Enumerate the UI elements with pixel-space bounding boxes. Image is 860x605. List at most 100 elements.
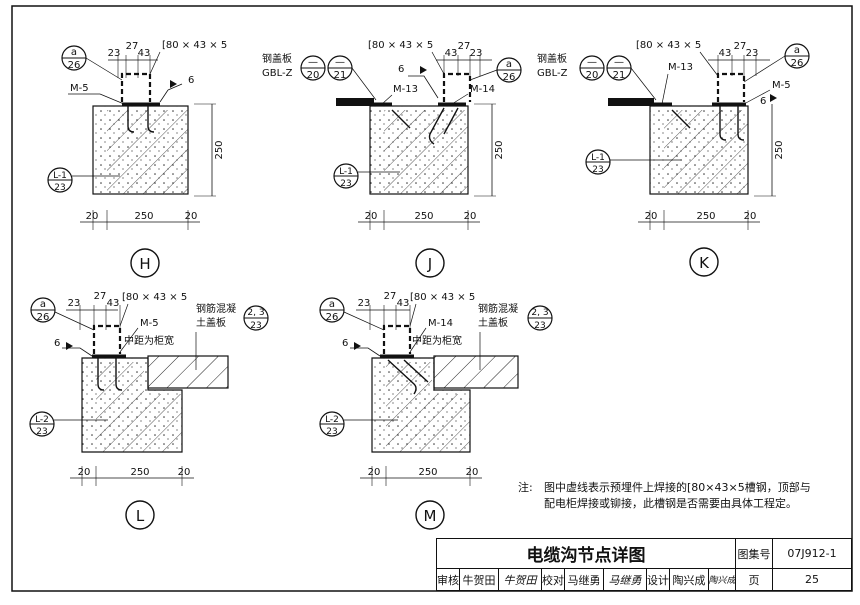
dim-top: 43	[107, 298, 120, 309]
leader	[54, 311, 95, 331]
dim-width: 20	[78, 467, 91, 478]
channel-dashed	[92, 324, 122, 354]
anchor-bar	[115, 358, 123, 391]
section-bottom: 23	[36, 427, 47, 437]
check-signature: 马继勇	[603, 568, 647, 591]
section-top: L-1	[591, 153, 605, 163]
dim-width: 250	[696, 211, 715, 222]
leader	[85, 57, 123, 81]
dim-top: 27	[94, 291, 107, 302]
cover-ref-top: —	[308, 57, 318, 68]
channel-label: [80 × 43 × 5	[410, 292, 475, 303]
check-name: 马继勇	[564, 568, 604, 591]
wall-hatch	[664, 110, 748, 194]
callout-bottom: 26	[791, 58, 804, 69]
dim-top: 43	[445, 48, 458, 59]
cover-ref-top: —	[335, 57, 345, 68]
dim-height: 250	[214, 140, 225, 159]
dim-top: 27	[734, 41, 747, 52]
slab-label: 土盖板	[478, 316, 508, 329]
part-label-secondary: M-5	[772, 80, 791, 91]
cover-code: GBL-Z	[537, 68, 568, 79]
callout-bottom: 26	[37, 312, 50, 323]
callout-bottom: 26	[326, 312, 339, 323]
callout-bottom: 26	[503, 72, 516, 83]
anchor-bar	[127, 104, 135, 133]
callout-top: a	[71, 47, 77, 58]
dim-width: 250	[414, 211, 433, 222]
leader	[99, 93, 125, 105]
dim-top: 23	[68, 298, 81, 309]
atlas-number: 07J912-1	[772, 538, 852, 569]
channel-label: [80 × 43 × 5	[162, 40, 227, 51]
anchor-bar	[443, 107, 459, 135]
concrete-slab	[433, 355, 519, 389]
section-bottom: 23	[340, 179, 351, 189]
detail-h: 23 27 43 a 26 [80 × 43 × 5 M-5 6 L-1 23 …	[47, 40, 227, 278]
slab-ref-bottom: 23	[250, 321, 261, 331]
leader	[431, 51, 445, 75]
dim-width: 20	[368, 467, 381, 478]
dim-top: 23	[358, 298, 371, 309]
cover-ref-bottom: 20	[307, 70, 320, 81]
drawing-title: 电缆沟节点详图	[436, 538, 736, 569]
detail-k: 43 27 23 [80 × 43 × 5 a 26 钢盖板 GBL-Z — 2…	[537, 40, 810, 277]
leader	[381, 94, 393, 105]
wall-hatch	[386, 362, 470, 452]
leader	[409, 303, 417, 327]
slab-ref-top: 2, 3	[247, 308, 264, 318]
dim-width: 20	[645, 211, 658, 222]
cover-ref-bottom: 21	[613, 70, 626, 81]
dim-height: 250	[494, 140, 505, 159]
anchor-bar	[428, 107, 445, 145]
channel-label: [80 × 43 × 5	[368, 40, 433, 51]
wall-hatch	[107, 110, 188, 194]
weld-flag	[420, 66, 427, 74]
page-number: 25	[772, 568, 852, 591]
anchor-bar	[97, 358, 105, 391]
atlas-label: 图集号	[735, 538, 773, 569]
section-top: L-2	[35, 415, 49, 425]
detail-label-circle	[415, 248, 445, 278]
detail-j: 43 27 23 [80 × 43 × 5 a 26 钢盖板 GBL-Z — 2…	[262, 40, 522, 278]
anchor-bar	[387, 359, 417, 395]
design-label: 设计	[646, 568, 670, 591]
weld-size: 6	[188, 75, 194, 86]
note-block: 注: 图中虚线表示预埋件上焊接的[80×43×5槽钢，顶部与 配电柜焊接或铆接，…	[518, 480, 811, 510]
cover-label: 钢盖板	[537, 52, 567, 65]
part-label: M-5	[70, 83, 89, 94]
anchor-bar	[403, 359, 429, 383]
review-signature: 牛贺田	[498, 568, 542, 591]
leader	[630, 67, 657, 101]
page-label: 页	[735, 568, 773, 591]
section-bottom: 23	[326, 427, 337, 437]
review-label: 审核	[436, 568, 460, 591]
channel-dashed	[120, 72, 152, 102]
leader	[409, 327, 427, 353]
anchor-bar	[147, 104, 155, 133]
detail-l: 23 27 43 [80 × 43 × 5 a 26 M-5 中距为柜宽 6 钢…	[29, 291, 269, 530]
cover-ref-bottom: 20	[586, 70, 599, 81]
title-block: 电缆沟节点详图 图集号 07J912-1 审核 牛贺田 牛贺田 校对 马继勇 马…	[436, 538, 852, 591]
detail-label: L	[136, 507, 145, 525]
callout-top: a	[794, 45, 800, 56]
dim-width: 20	[365, 211, 378, 222]
detail-label: J	[427, 255, 432, 273]
part-label: M-13	[393, 84, 418, 95]
dim-top: 23	[746, 48, 759, 59]
anchor-bar	[671, 109, 691, 129]
anchor-bar	[719, 106, 727, 141]
dim-top: 27	[458, 41, 471, 52]
dim-width: 20	[466, 467, 479, 478]
spacing-note: 中距为柜宽	[412, 334, 462, 347]
dim-top: 43	[138, 48, 151, 59]
dim-top: 23	[108, 48, 121, 59]
detail-label-circle	[130, 248, 160, 278]
channel-dashed	[442, 72, 472, 102]
note-line: 图中虚线表示预埋件上焊接的[80×43×5槽钢，顶部与	[544, 480, 811, 494]
part-label: M-13	[668, 62, 693, 73]
leader	[699, 51, 719, 77]
leader	[149, 51, 161, 75]
